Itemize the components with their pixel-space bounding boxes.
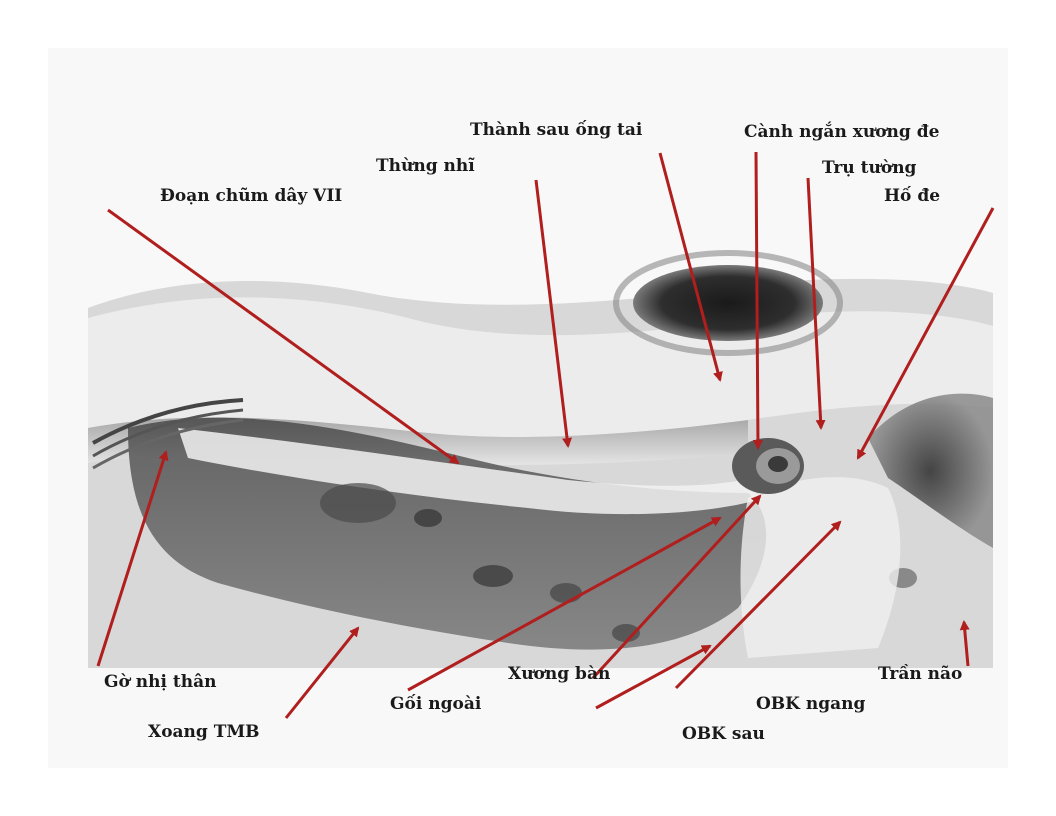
label-obk-ngang: OBK ngang [756,694,865,714]
ear-canal [633,265,823,341]
label-goi-ngoai: Gối ngoài [390,694,481,714]
semicircular-region [741,477,901,658]
label-obk-sau: OBK sau [682,724,765,744]
air-cell [320,483,396,523]
arrow-canh-ngan-xuong-de [756,152,758,448]
temporal-bone-illustration [48,48,1008,768]
label-thung-nhi: Thừng nhĩ [376,156,475,176]
label-thanh-sau-ong-tai: Thành sau ống tai [470,120,642,140]
label-doan-chum-day-vii: Đoạn chũm dây VII [160,186,342,206]
label-xuong-ban: Xương bàn [508,664,610,684]
label-xoang-tmb: Xoang TMB [148,722,260,742]
label-ho-de: Hố đe [884,186,940,206]
air-cell [550,583,582,603]
label-tran-nao: Trần não [878,664,962,684]
incus-center [768,456,788,472]
label-canh-ngan-xuong-de: Cành ngắn xương đe [744,122,939,142]
anatomy-figure: Thành sau ống tai Cành ngắn xương đe Thừ… [48,48,1008,768]
label-tru-tuong: Trụ tường [822,158,916,178]
label-go-nhi-than: Gờ nhị thân [104,672,216,692]
air-cell [414,509,442,527]
air-cell [473,565,513,587]
